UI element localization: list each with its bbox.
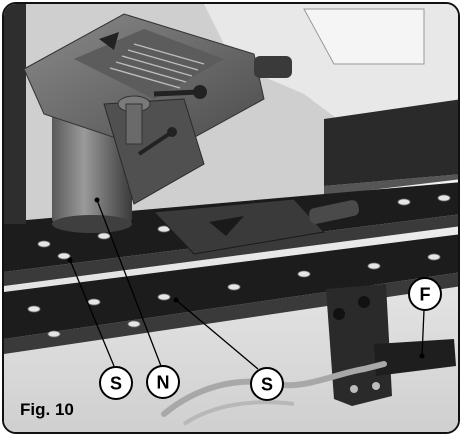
svg-text:S: S: [261, 375, 273, 395]
left-column: [4, 4, 26, 224]
callout-s-right: S: [250, 367, 284, 401]
svg-text:F: F: [420, 285, 431, 305]
machine-illustration: S N S F: [4, 4, 458, 432]
callout-f: F: [408, 277, 442, 311]
callout-n: N: [146, 365, 180, 399]
leader-lines: [69, 199, 425, 370]
figure-caption: Fig. 10: [20, 400, 74, 419]
leader-dots: [67, 197, 425, 359]
side-knob: [254, 56, 292, 78]
figure-frame: S N S F Fig. 10: [2, 2, 460, 434]
svg-text:N: N: [157, 373, 170, 393]
housing-vents: [109, 43, 205, 89]
guide-plate: [152, 198, 325, 255]
callout-s-left: S: [99, 366, 133, 400]
right-fence: [324, 99, 458, 186]
svg-text:S: S: [110, 374, 122, 394]
